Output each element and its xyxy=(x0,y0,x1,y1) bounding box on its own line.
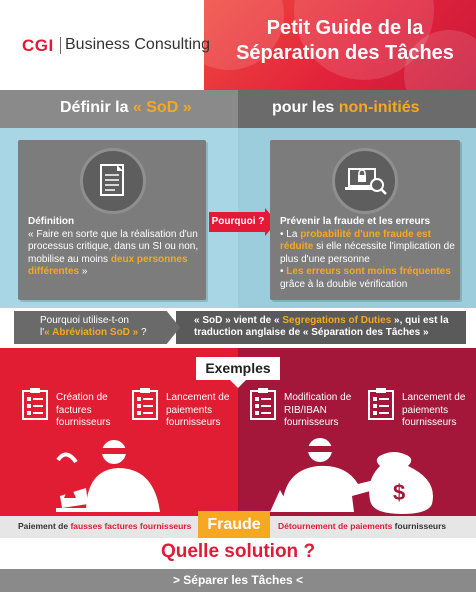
fraud-left-text: Paiement de fausses factures fournisseur… xyxy=(18,521,192,531)
checklist-icon xyxy=(132,388,158,420)
checklist-icon xyxy=(22,388,48,420)
prevention-text: Prévenir la fraude et les erreurs • La p… xyxy=(280,216,458,291)
document-icon xyxy=(100,164,124,196)
page-title: Petit Guide de la Séparation des Tâches xyxy=(214,16,476,66)
logo-business-consulting: Business Consulting xyxy=(65,36,210,53)
example-label-4: Lancement de paiements fournisseurs xyxy=(402,392,466,428)
answer-line1: « SoD » vient de « Segregations of Dutie… xyxy=(194,315,449,326)
checklist-icon xyxy=(250,388,276,420)
answer-line2: traduction anglaise de « Séparation des … xyxy=(194,327,429,338)
fraude-label: Fraude xyxy=(198,511,270,538)
title-line2: Séparation des Tâches xyxy=(236,42,454,64)
band-right-text: pour les non-initiés xyxy=(272,99,420,116)
question-text: Pourquoi utilise-t-on l'« Abréviation So… xyxy=(40,315,176,339)
document-icon-circle xyxy=(80,148,146,214)
band-right xyxy=(238,90,476,128)
thief-moneybag-icon: $ xyxy=(270,438,433,514)
prevention-title: Prévenir la fraude et les erreurs xyxy=(280,216,431,227)
definition-text: Définition « Faire en sorte que la réali… xyxy=(28,216,204,279)
checklist-icon xyxy=(368,388,394,420)
answer-text: « SoD » vient de « Segregations of Dutie… xyxy=(194,315,466,339)
definition-body: « Faire en sorte que la réalisation d'un… xyxy=(28,228,199,278)
question-line1: Pourquoi utilise-t-on xyxy=(40,315,129,326)
answer-box xyxy=(176,311,466,344)
examples-label: Exemples xyxy=(196,357,280,380)
example-label-1: Création de factures fournisseurs xyxy=(56,392,111,428)
band-left xyxy=(0,90,238,128)
solution-title: Quelle solution ? xyxy=(160,541,316,562)
definition-title: Définition xyxy=(28,216,75,227)
example-label-3: Modification de RIB/IBAN fournisseurs xyxy=(284,392,352,428)
thief-laptop-icon xyxy=(56,440,160,512)
logo-cgi: CGI xyxy=(22,36,54,55)
laptop-icon-circle xyxy=(332,148,398,214)
dollar-icon: $ xyxy=(393,480,405,505)
band-left-text: Définir la « SoD » xyxy=(60,99,192,116)
logo-separator xyxy=(60,37,61,54)
example-label-2: Lancement de paiements fournisseurs xyxy=(166,392,230,428)
title-line1: Petit Guide de la xyxy=(266,17,424,39)
examples-arrow xyxy=(230,380,246,388)
question-box xyxy=(14,311,180,344)
prevention-bullet-1: • La probabilité d'une fraude est réduit… xyxy=(280,228,455,265)
laptop-magnifier-icon xyxy=(345,168,387,195)
solution-answer: > Séparer les Tâches < xyxy=(0,569,476,592)
header-red-panel xyxy=(204,0,476,90)
pourquoi-label: Pourquoi ? xyxy=(209,212,267,232)
prevention-bullet-2: • Les erreurs sont moins fréquentes grâc… xyxy=(280,266,451,290)
question-line2: l'« Abréviation SoD » ? xyxy=(40,327,147,338)
fraud-right-text: Détournement de paiements fournisseurs xyxy=(278,521,447,531)
